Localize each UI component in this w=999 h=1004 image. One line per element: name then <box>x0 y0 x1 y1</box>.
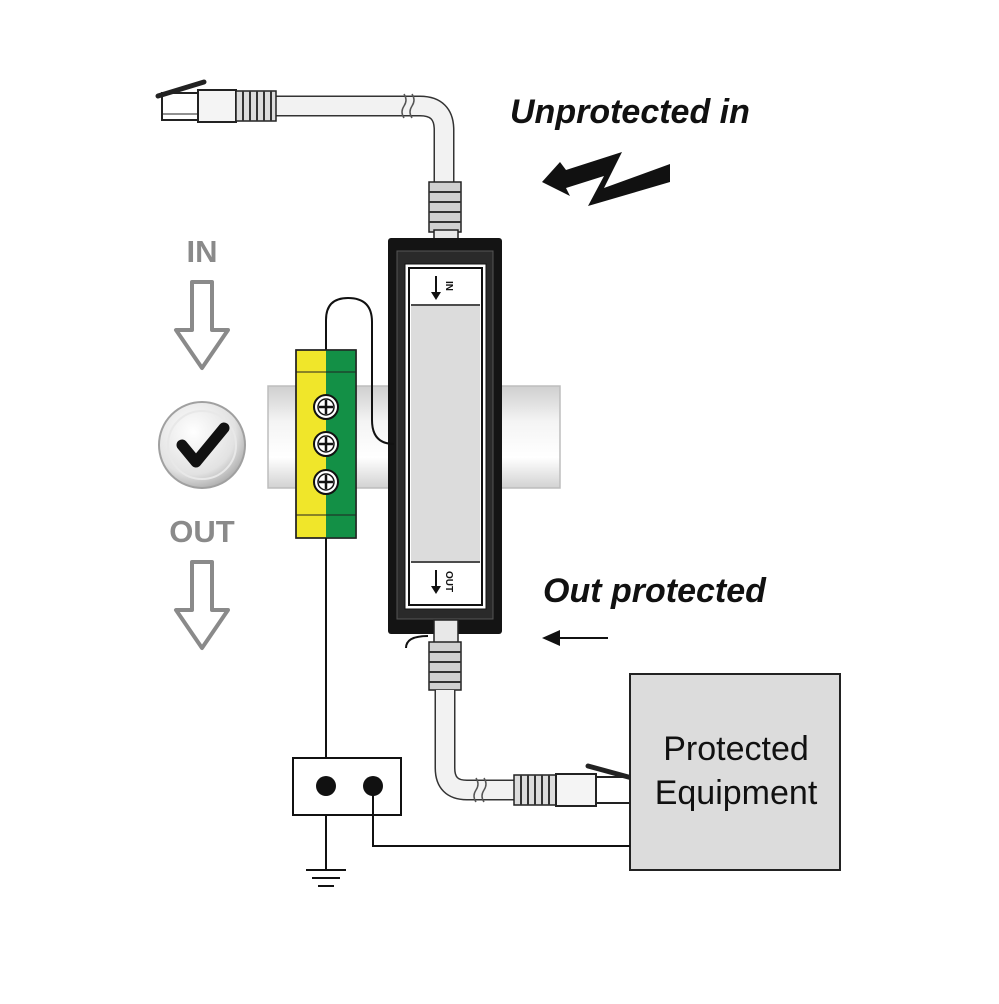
device-bottom-wire <box>405 635 429 649</box>
port-in-marker: IN <box>431 276 454 300</box>
ground-loop-wire <box>325 296 395 445</box>
flow-in-label: IN <box>187 234 218 269</box>
strain-relief-top <box>428 181 462 243</box>
terminal-screw-2 <box>313 431 339 457</box>
terminal-screw-1 <box>313 394 339 420</box>
left-arrow-icon <box>542 630 608 646</box>
unprotected-in-label: Unprotected in <box>510 93 750 131</box>
checkmark-icon <box>158 401 246 489</box>
output-cable <box>428 619 635 807</box>
lightning-bolt-icon <box>542 152 670 206</box>
flow-out-label: OUT <box>169 514 235 549</box>
port-out-marker: OUT <box>431 570 454 594</box>
device-port-out-label: OUT <box>443 571 454 592</box>
equipment-label-line1: Protected <box>663 730 809 768</box>
rj45-plug-output <box>513 763 635 807</box>
strain-relief-bottom <box>428 619 462 691</box>
rj45-plug-input <box>155 79 277 123</box>
terminal-screw-3 <box>313 469 339 495</box>
equipment-ground-wire <box>372 786 630 847</box>
ground-symbol-icon <box>306 869 346 887</box>
equipment-label-line2: Equipment <box>655 774 818 812</box>
out-protected-label: Out protected <box>543 572 767 610</box>
protected-equipment-box: Protected Equipment <box>629 673 841 871</box>
down-arrow-icon <box>174 280 230 370</box>
ground-terminal-block <box>295 349 357 539</box>
input-cable <box>155 79 462 243</box>
down-arrow-icon <box>174 560 230 650</box>
device-port-in-label: IN <box>443 281 454 291</box>
ground-socket <box>292 757 402 816</box>
surge-protector-device: IN OUT <box>388 238 502 634</box>
